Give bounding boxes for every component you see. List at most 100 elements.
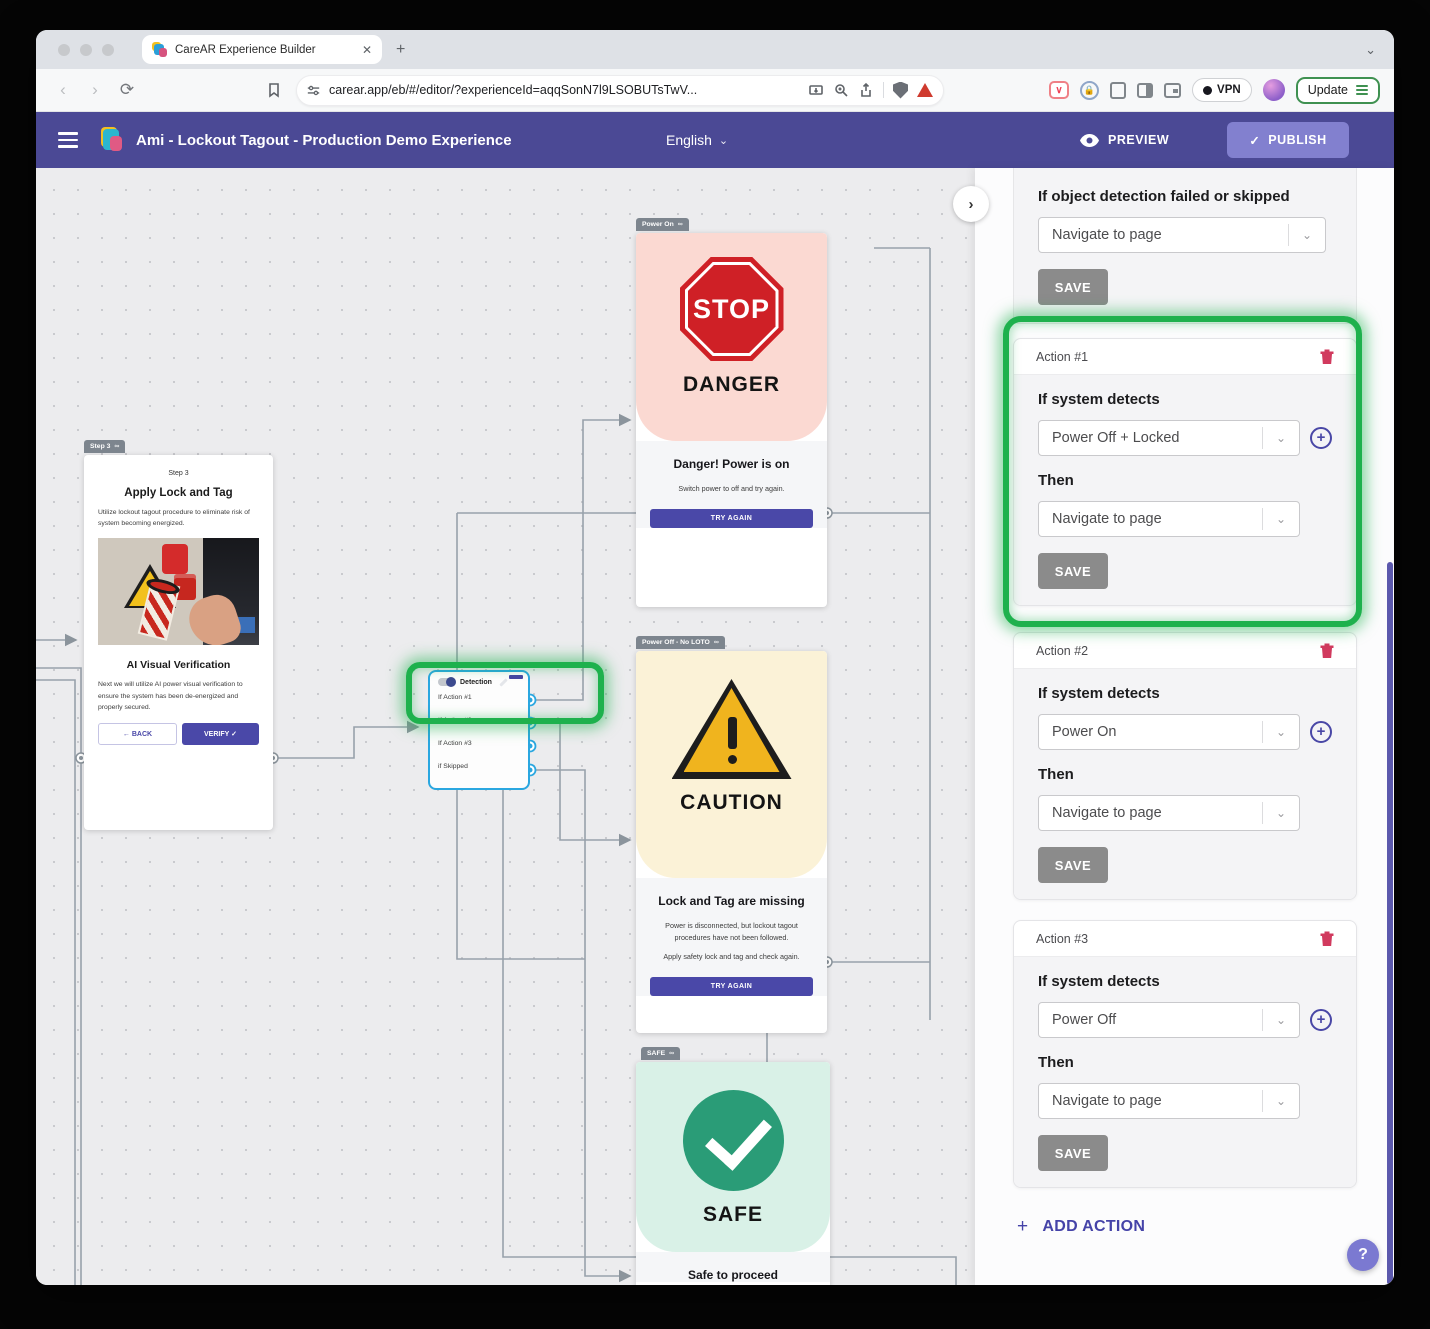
help-button[interactable]: ? [1347, 1239, 1379, 1271]
delete-action-icon[interactable] [1320, 643, 1334, 658]
panel-collapse-button[interactable]: › [953, 186, 989, 222]
preview-label: PREVIEW [1108, 133, 1170, 147]
try-again-button[interactable]: TRY AGAIN [650, 976, 813, 996]
flow-canvas[interactable]: Step 3∞ Step 3 Apply Lock and Tag Utiliz… [36, 168, 975, 1285]
back-button[interactable]: ‹ [60, 80, 66, 99]
chevron-down-icon[interactable]: ⌄ [1275, 1094, 1287, 1108]
danger-body: Switch power to off and try again. [678, 484, 785, 493]
step3-card[interactable]: Step 3 Apply Lock and Tag Utilize lockou… [84, 455, 273, 830]
reload-button[interactable]: ⟳ [119, 80, 135, 99]
collapse-bar-icon[interactable] [509, 675, 523, 679]
select-divider [1288, 224, 1289, 246]
bookmark-icon[interactable] [266, 82, 282, 98]
close-window-icon[interactable] [58, 43, 70, 56]
detection-row-action3[interactable]: If Action #3 [438, 740, 472, 747]
save-button[interactable]: SAVE [1038, 269, 1108, 305]
new-tab-button[interactable]: + [396, 40, 406, 58]
save-button[interactable]: SAVE [1038, 847, 1108, 883]
extension-icon[interactable] [1110, 81, 1127, 99]
danger-sign-area: STOP DANGER [636, 233, 827, 441]
chevron-down-icon[interactable]: ⌄ [1275, 1013, 1287, 1027]
node-tag-power-off-no-loto[interactable]: Power Off - No LOTO∞ [636, 636, 725, 649]
pocket-icon[interactable]: ∨ [1049, 81, 1070, 99]
brave-shield-icon[interactable] [893, 81, 908, 99]
wallet-icon[interactable] [1164, 82, 1182, 98]
forward-button[interactable]: › [92, 80, 98, 99]
add-condition-icon[interactable]: + [1310, 1009, 1332, 1031]
then-select[interactable]: Navigate to page ⌄ [1038, 1083, 1300, 1119]
caution-card[interactable]: CAUTION Lock and Tag are missing Power i… [636, 651, 827, 1033]
url-text[interactable]: carear.app/eb/#/editor/?experienceId=aqq… [329, 83, 698, 97]
publish-button[interactable]: ✓PUBLISH [1227, 122, 1349, 158]
node-tag-step3[interactable]: Step 3∞ [84, 440, 126, 453]
tab-close-icon[interactable]: ✕ [361, 42, 372, 57]
if-system-detects-label: If system detects [1038, 685, 1160, 702]
tab-list-chevron-icon[interactable]: ⌄ [1365, 41, 1376, 57]
fail-section-card: If object detection failed or skipped Na… [1013, 168, 1357, 324]
try-again-button[interactable]: TRY AGAIN [650, 508, 813, 528]
ai-verification-title: AI Visual Verification [126, 659, 231, 672]
delete-action-icon[interactable] [1320, 931, 1334, 946]
safe-card[interactable]: SAFE Safe to proceed [636, 1062, 830, 1285]
select-divider [1262, 802, 1263, 824]
back-button-node[interactable]: ← BACK [98, 723, 177, 746]
detection-row-action1[interactable]: If Action #1 [438, 694, 472, 701]
link-icon: ∞ [677, 221, 683, 228]
zoom-page-icon[interactable] [833, 82, 849, 98]
detect-select[interactable]: Power Off ⌄ [1038, 1002, 1300, 1038]
send-to-device-icon[interactable] [808, 82, 824, 98]
password-manager-icon[interactable]: 🔒 [1080, 80, 1100, 100]
update-button[interactable]: Update [1295, 76, 1380, 104]
chevron-down-icon[interactable]: ⌄ [1275, 431, 1287, 445]
then-select[interactable]: Navigate to page ⌄ [1038, 501, 1300, 537]
detection-label: Detection [460, 678, 492, 686]
save-button[interactable]: SAVE [1038, 553, 1108, 589]
detection-toggle[interactable] [438, 677, 456, 687]
app-menu-icon[interactable] [58, 132, 78, 148]
detect-select[interactable]: Power Off + Locked ⌄ [1038, 420, 1300, 456]
sidebar-toggle-icon[interactable] [1137, 82, 1154, 98]
action-card-1: Action #1 If system detects Power Off + … [1013, 338, 1357, 606]
verify-button-node[interactable]: VERIFY ✓ [182, 723, 259, 746]
fail-navigate-select[interactable]: Navigate to page ⌄ [1038, 217, 1326, 253]
safe-word: SAFE [702, 1203, 763, 1226]
address-bar[interactable]: carear.app/eb/#/editor/?experienceId=aqq… [296, 74, 944, 106]
browser-menu-icon[interactable] [1356, 85, 1368, 95]
check-icon: ✓ [1249, 133, 1261, 148]
detection-row-skipped[interactable]: if Skipped [438, 763, 468, 770]
chevron-down-icon[interactable]: ⌄ [1301, 228, 1313, 242]
brave-rewards-icon[interactable] [917, 83, 933, 97]
delete-action-icon[interactable] [1320, 349, 1334, 364]
site-settings-icon[interactable] [307, 84, 320, 97]
select-divider [1262, 1009, 1263, 1031]
chevron-down-icon[interactable]: ⌄ [1275, 512, 1287, 526]
detect-select[interactable]: Power On ⌄ [1038, 714, 1300, 750]
browser-tab[interactable]: CareAR Experience Builder ✕ [142, 35, 382, 64]
node-tag-power-on[interactable]: Power On∞ [636, 218, 689, 231]
safe-title: Safe to proceed [687, 1268, 779, 1282]
chevron-down-icon[interactable]: ⌄ [1275, 806, 1287, 820]
edit-pencil-icon[interactable] [499, 677, 508, 687]
save-button[interactable]: SAVE [1038, 1135, 1108, 1171]
profile-avatar[interactable] [1262, 79, 1285, 101]
danger-card[interactable]: STOP DANGER Danger! Power is on Switch p… [636, 233, 827, 607]
detection-node[interactable]: Detection If Action #1 If Action #2 If A… [428, 670, 530, 790]
detection-row-action2[interactable]: If Action #2 [438, 717, 472, 724]
node-tag-safe[interactable]: SAFE∞ [641, 1047, 681, 1060]
minimize-window-icon[interactable] [80, 43, 92, 56]
preview-button[interactable]: PREVIEW [1080, 133, 1169, 147]
panel-scrollbar[interactable] [1387, 562, 1393, 1285]
update-label: Update [1307, 83, 1348, 97]
add-condition-icon[interactable]: + [1310, 721, 1332, 743]
chevron-down-icon[interactable]: ⌄ [1275, 725, 1287, 739]
zoom-window-icon[interactable] [102, 43, 114, 56]
language-selector[interactable]: English⌄ [666, 132, 728, 148]
window-controls[interactable] [58, 43, 114, 56]
then-select[interactable]: Navigate to page ⌄ [1038, 795, 1300, 831]
add-action-button[interactable]: + ADD ACTION [1017, 1216, 1145, 1238]
vpn-button[interactable]: VPN [1192, 78, 1252, 102]
action-card-2: Action #2 If system detects Power On ⌄ +… [1013, 632, 1357, 900]
share-icon[interactable] [858, 82, 874, 98]
add-condition-icon[interactable]: + [1310, 427, 1332, 449]
caution-title: Lock and Tag are missing [658, 894, 805, 908]
